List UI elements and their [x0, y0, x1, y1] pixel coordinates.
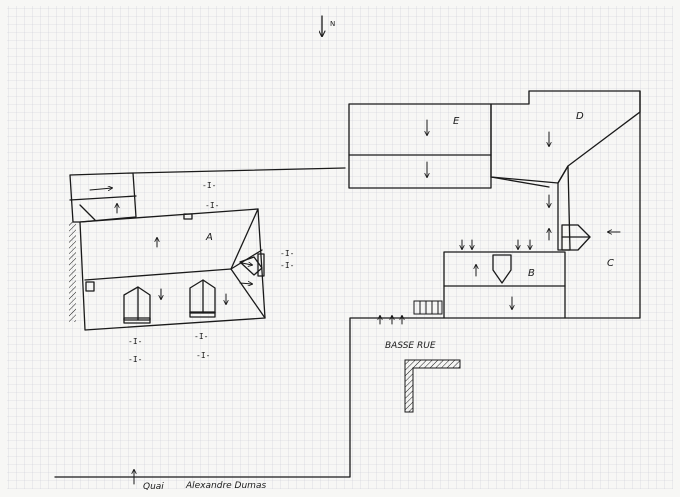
- north-label: N: [330, 20, 335, 28]
- mark-2: -I-: [205, 201, 219, 210]
- mark-5: -I-: [194, 332, 208, 341]
- building-label-d: D: [576, 111, 584, 122]
- mark-4: -I-: [128, 355, 142, 364]
- mark-1: -I-: [202, 181, 216, 190]
- graph-grid: [7, 6, 673, 489]
- mark-6: -I-: [196, 351, 210, 360]
- building-b: B: [413, 239, 566, 319]
- street-label-quai-name: Alexandre Dumas: [185, 481, 266, 491]
- street-label-basse-rue: BASSE RUE: [385, 341, 436, 351]
- building-label-c: C: [607, 258, 614, 269]
- street-outline: [54, 316, 461, 485]
- mark-3: -I-: [128, 337, 142, 346]
- building-label-a: A: [205, 232, 213, 243]
- building-label-b: B: [528, 268, 535, 279]
- building-a: A: [69, 167, 346, 331]
- mark-8: -I-: [280, 261, 294, 270]
- north-arrow: N: [322, 15, 335, 36]
- survey-marks: -I- -I- -I- -I- -I- -I- -I- -I-: [128, 181, 294, 364]
- street-label-quai: Quai: [143, 482, 164, 492]
- building-c: C: [549, 90, 641, 319]
- building-label-e: E: [453, 116, 460, 127]
- mark-7: -I-: [280, 249, 294, 258]
